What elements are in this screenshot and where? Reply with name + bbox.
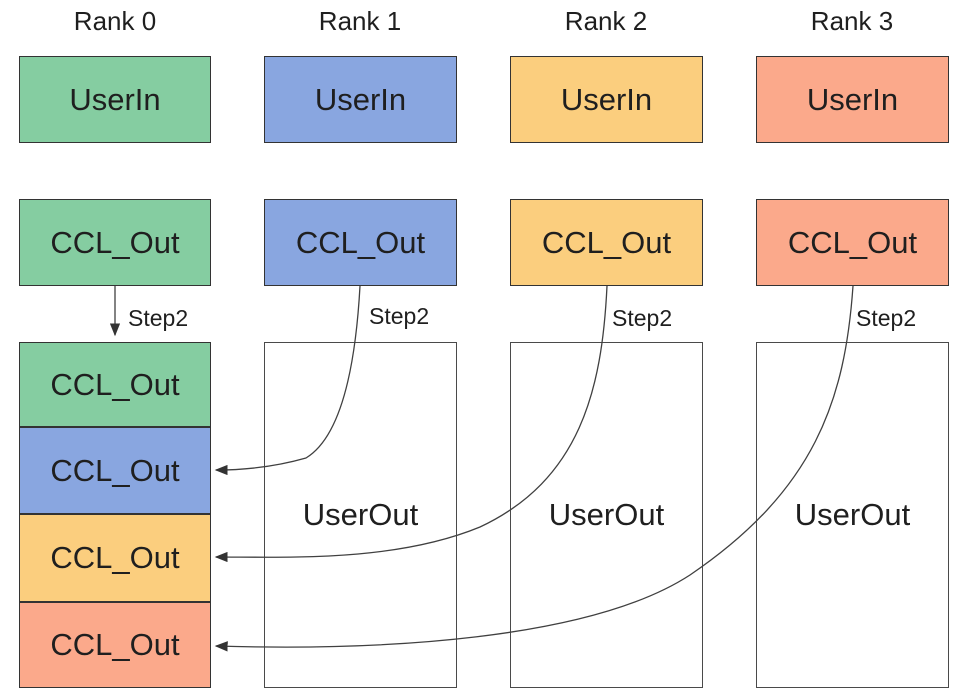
rank0-userin-box: UserIn <box>19 56 211 143</box>
rank0-title: Rank 0 <box>73 6 157 36</box>
rank0-stack-slot-0: CCL_Out <box>19 342 211 427</box>
rank1-cclout-box: CCL_Out <box>264 199 457 286</box>
rank3-step-label: Step2 <box>856 305 917 331</box>
rank3-userin-box: UserIn <box>756 56 949 143</box>
rank0-stack-slot-3: CCL_Out <box>19 602 211 688</box>
rank3-cclout-box: CCL_Out <box>756 199 949 286</box>
rank2-cclout-box: CCL_Out <box>510 199 703 286</box>
rank1-userin-box: UserIn <box>264 56 457 143</box>
rank0-step-label: Step2 <box>128 305 189 331</box>
rank2-userin-box: UserIn <box>510 56 703 143</box>
rank1-step-label: Step2 <box>369 303 430 329</box>
rank3-title: Rank 3 <box>810 6 894 36</box>
rank0-stack-slot-1: CCL_Out <box>19 427 211 514</box>
rank0-stack-slot-2: CCL_Out <box>19 514 211 602</box>
rank2-title: Rank 2 <box>564 6 648 36</box>
rank1-userout-box: UserOut <box>264 342 457 688</box>
rank2-userout-box: UserOut <box>510 342 703 688</box>
rank3-userout-box: UserOut <box>756 342 949 688</box>
rank1-title: Rank 1 <box>318 6 402 36</box>
rank0-cclout-box: CCL_Out <box>19 199 211 286</box>
rank2-step-label: Step2 <box>612 305 673 331</box>
